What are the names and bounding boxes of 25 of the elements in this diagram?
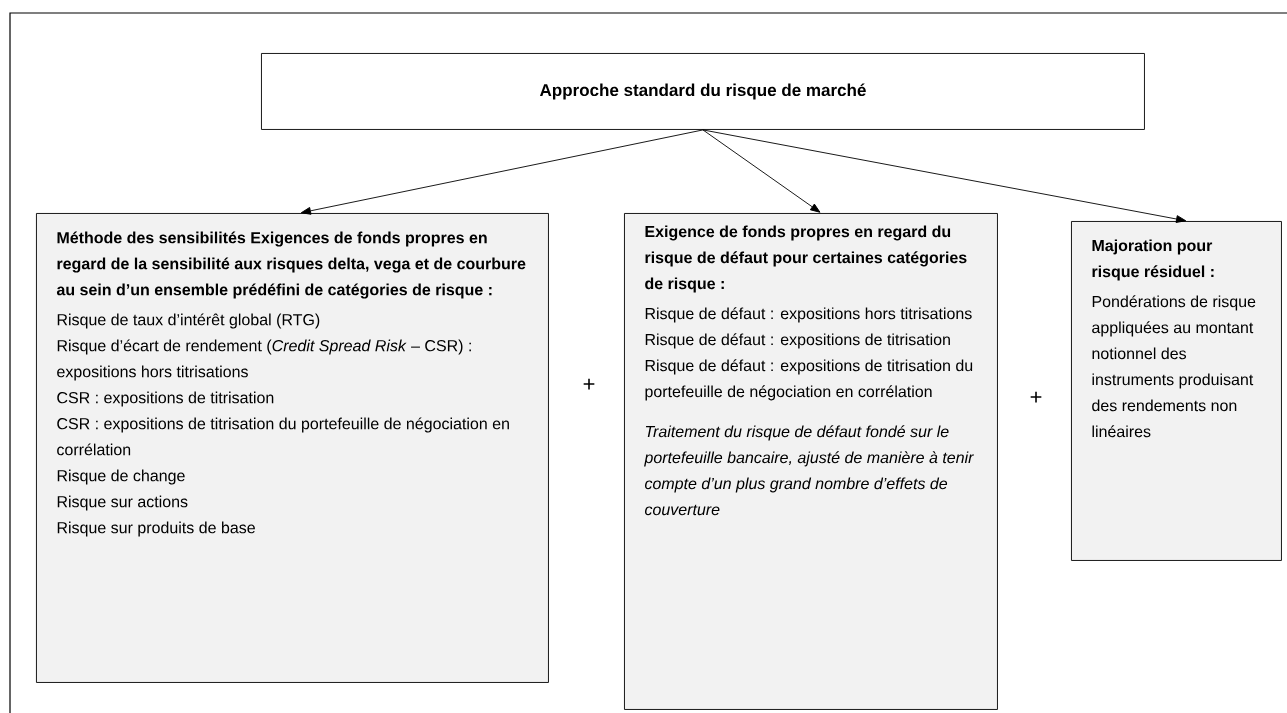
text-box bbox=[36, 213, 549, 683]
body-text: Pondérations de risque appliquées au montant notionnel des instruments produisant des rendements non linéaires bbox=[1092, 295, 1256, 438]
box-heading: Exigence de fonds propres en regard du risque de défaut pour certaines catégories de risque : bbox=[645, 225, 967, 293]
text-box bbox=[624, 213, 998, 710]
list-item: Risque de défaut : expositions hors titrisations bbox=[645, 307, 972, 323]
list-item: CSR : expositions de titrisation bbox=[57, 391, 274, 407]
list-item: CSR : expositions de titrisation du portefeuille de négociation en corrélation bbox=[57, 417, 509, 456]
title-box bbox=[261, 53, 1145, 130]
plus-sign: + bbox=[583, 378, 595, 390]
list-item: Risque sur produits de base bbox=[57, 521, 255, 537]
arrow bbox=[702, 129, 1187, 223]
box-heading: Approche standard du risque de marché bbox=[539, 83, 866, 100]
text-box bbox=[1071, 221, 1282, 561]
arrow bbox=[702, 129, 821, 213]
list-item: Risque de change bbox=[57, 469, 185, 485]
box-heading: Méthode des sensibilités Exigences de fonds propres en regard de la sensibilité aux risques delta, vega et de courbure au sein d’un ensemble prédéfini de catégories de risque : bbox=[56, 231, 526, 299]
plus-sign: + bbox=[1030, 391, 1042, 403]
list-item: Risque de défaut : expositions de titrisation bbox=[645, 333, 950, 349]
list-item: Risque sur actions bbox=[57, 495, 188, 511]
arrow bbox=[300, 129, 704, 215]
note-text: Traitement du risque de défaut fondé sur le portefeuille bancaire, ajusté de manière à tenir compte d’un plus grand nombre d’effets de couverture bbox=[644, 425, 974, 516]
box-heading: Majoration pour risque résiduel : bbox=[1092, 239, 1214, 281]
list-item: Risque de taux d’intérêt global (RTG) bbox=[57, 313, 320, 329]
list-item: Risque de défaut : expositions de titrisation du portefeuille de négociation en corrélation bbox=[645, 359, 973, 401]
list-item: Risque d’écart de rendement (Credit Spread Risk – CSR) : expositions hors titrisations bbox=[57, 339, 471, 381]
